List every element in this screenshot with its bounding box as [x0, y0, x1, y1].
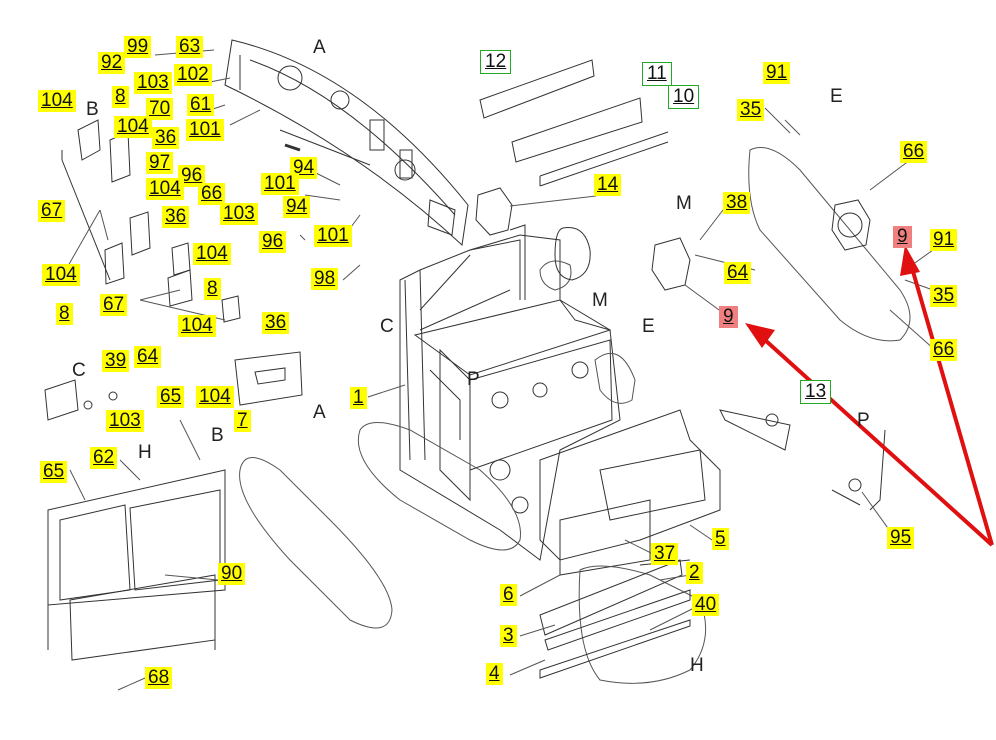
view-letter-a-mid: A	[313, 402, 326, 423]
callout-101: 101	[314, 225, 352, 247]
callout-103: 103	[134, 72, 172, 94]
callout-67: 67	[38, 200, 66, 222]
callout-13-green: 13	[800, 380, 832, 404]
callout-98: 98	[311, 268, 339, 290]
callout-8: 8	[204, 278, 221, 300]
callout-40: 40	[692, 594, 720, 616]
callout-94: 94	[283, 196, 311, 218]
callout-104: 104	[193, 243, 231, 265]
callout-36: 36	[162, 206, 190, 228]
view-letter-a-top: A	[313, 37, 326, 58]
callout-70: 70	[146, 98, 174, 120]
callout-103: 103	[106, 410, 144, 432]
callout-8: 8	[112, 86, 129, 108]
view-letter-e-right: E	[830, 86, 843, 107]
callout-96: 96	[259, 231, 287, 253]
red-arrows	[745, 245, 994, 547]
view-letter-h-bottom: H	[690, 655, 704, 676]
callout-68: 68	[145, 667, 173, 689]
callout-95: 95	[887, 527, 915, 549]
main-frame-drawing	[399, 224, 721, 576]
panel-a-drawing	[224, 39, 469, 247]
callout-91: 91	[763, 62, 791, 84]
view-letter-p-mid: P	[467, 369, 480, 390]
callout-36: 36	[262, 312, 290, 334]
callout-4: 4	[486, 663, 503, 685]
callout-104: 104	[114, 116, 152, 138]
callout-101: 101	[186, 119, 224, 141]
gaskets-drawing	[475, 187, 871, 291]
callout-104: 104	[196, 386, 234, 408]
view-letter-e-mid: E	[642, 316, 655, 337]
callout-6: 6	[500, 584, 517, 606]
callout-99: 99	[124, 36, 152, 58]
callout-63: 63	[176, 36, 204, 58]
view-letter-m-right: M	[676, 193, 692, 214]
callout-65: 65	[157, 386, 185, 408]
callout-3: 3	[500, 625, 517, 647]
callout-104: 104	[38, 90, 76, 112]
callout-104: 104	[178, 315, 216, 337]
callout-9-red-right: 9	[893, 226, 912, 248]
callout-104: 104	[42, 264, 80, 286]
callout-8: 8	[56, 303, 73, 325]
callout-65: 65	[40, 461, 68, 483]
callout-102: 102	[174, 64, 212, 86]
callout-1: 1	[350, 387, 367, 409]
view-letter-b-left: B	[86, 99, 99, 120]
parts-b-drawing	[61, 119, 303, 406]
bars-drawing	[539, 559, 691, 679]
view-letter-c-left: C	[72, 360, 86, 381]
detail-balloons	[239, 147, 911, 684]
right-parts-drawing	[719, 409, 886, 511]
view-letter-p-right: P	[857, 410, 870, 431]
callout-9-red-mid: 9	[719, 306, 738, 328]
callout-66: 66	[198, 183, 226, 205]
view-letter-c-mid: C	[380, 316, 394, 337]
callout-11-green: 11	[642, 62, 672, 86]
callout-101: 101	[261, 173, 299, 195]
callout-96: 96	[178, 165, 206, 187]
callout-104: 104	[146, 178, 184, 200]
callout-61: 61	[187, 94, 215, 116]
callout-7: 7	[234, 410, 251, 432]
callout-92: 92	[98, 52, 126, 74]
callout-36: 36	[152, 127, 180, 149]
callout-91: 91	[930, 229, 958, 251]
callout-35: 35	[737, 99, 765, 121]
strips-drawing	[479, 59, 669, 187]
callout-10-green: 10	[668, 85, 700, 109]
callout-37: 37	[651, 543, 679, 565]
callout-39: 39	[102, 350, 130, 372]
callout-64: 64	[724, 262, 752, 284]
callout-66: 66	[930, 339, 958, 361]
callout-62: 62	[90, 447, 118, 469]
callout-2: 2	[686, 562, 703, 584]
view-letter-b-mid: B	[211, 425, 224, 446]
callout-67: 67	[100, 294, 128, 316]
callout-5: 5	[712, 528, 729, 550]
callout-97: 97	[146, 152, 174, 174]
callout-38: 38	[723, 192, 751, 214]
view-letter-h-left: H	[138, 442, 152, 463]
callout-103: 103	[220, 203, 258, 225]
callout-64: 64	[134, 346, 162, 368]
callout-66: 66	[900, 141, 928, 163]
callout-12-green: 12	[480, 50, 512, 74]
view-letter-m-mid: M	[592, 290, 608, 311]
callout-90: 90	[218, 563, 246, 585]
callout-35: 35	[930, 285, 958, 307]
callout-14: 14	[594, 174, 622, 196]
